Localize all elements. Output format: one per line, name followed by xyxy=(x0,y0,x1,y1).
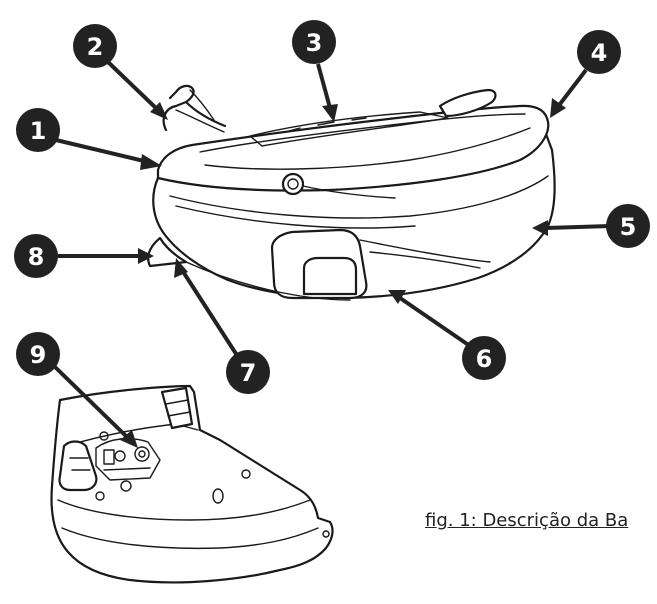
device-main-illustration xyxy=(147,84,556,301)
callout-3: 3 xyxy=(292,20,336,64)
callout-2: 2 xyxy=(73,24,117,68)
base-illustration xyxy=(50,384,334,584)
callout-1: 1 xyxy=(16,108,60,152)
callout-arrows xyxy=(46,60,611,448)
callout-1-label: 1 xyxy=(30,117,47,145)
callout-4-label: 4 xyxy=(591,39,608,67)
callout-5-label: 5 xyxy=(620,213,637,241)
callout-7: 7 xyxy=(226,350,270,394)
callout-7-label: 7 xyxy=(240,359,257,387)
callout-6-label: 6 xyxy=(476,345,493,373)
figure-caption: fig. 1: Descrição da Ba xyxy=(425,510,629,531)
callout-9-label: 9 xyxy=(30,341,47,369)
callout-9: 9 xyxy=(16,332,60,376)
callout-2-label: 2 xyxy=(87,33,104,61)
callout-8: 8 xyxy=(14,234,58,278)
callout-8-label: 8 xyxy=(28,243,45,271)
callout-4: 4 xyxy=(577,30,621,74)
callout-3-label: 3 xyxy=(306,29,323,57)
callout-6: 6 xyxy=(462,336,506,380)
callout-5: 5 xyxy=(606,204,650,248)
